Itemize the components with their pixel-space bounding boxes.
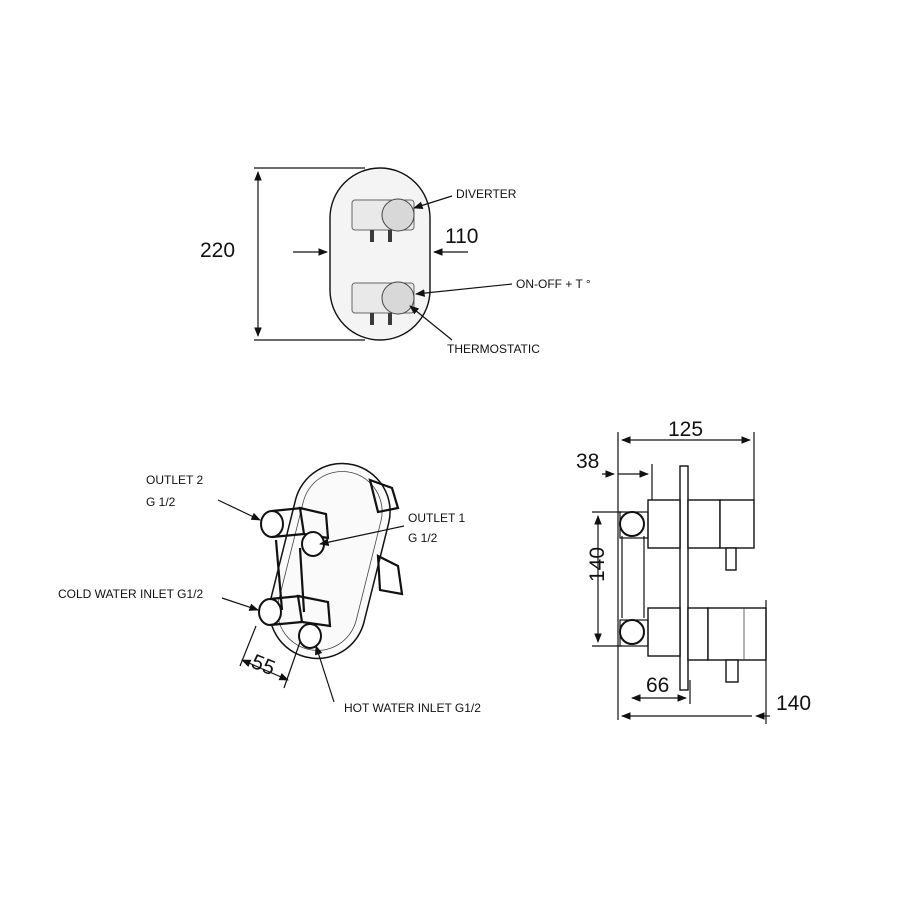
label-outlet-2: OUTLET 2 bbox=[146, 473, 203, 487]
front-view: 220 110 DIVERTER ON-OFF + T ° THERMOSTAT… bbox=[200, 167, 591, 356]
label-thermostatic: THERMOSTATIC bbox=[447, 342, 540, 356]
spacing-dimension-text: 55 bbox=[248, 650, 278, 680]
side-view: 125 38 140 66 140 bbox=[576, 418, 811, 724]
label-cold-inlet: COLD WATER INLET G1/2 bbox=[58, 587, 203, 601]
inlet-spacing-dimension-text: 140 bbox=[586, 547, 609, 582]
faceplate bbox=[329, 167, 431, 341]
label-outlet-2-thread: G 1/2 bbox=[146, 495, 176, 509]
total-depth-dimension-text: 125 bbox=[668, 418, 703, 441]
body-depth-dimension-text: 38 bbox=[576, 450, 599, 473]
diverter-knob bbox=[351, 198, 415, 242]
thermostatic-knob bbox=[351, 281, 415, 325]
max-depth-dimension-text: 140 bbox=[776, 692, 811, 715]
outlet-2-fitting bbox=[260, 506, 330, 557]
rear-view: OUTLET 2 G 1/2 OUTLET 1 G 1/2 COLD WATER… bbox=[58, 462, 481, 715]
label-on-off: ON-OFF + T ° bbox=[516, 277, 591, 291]
width-dimension-text: 110 bbox=[445, 225, 478, 248]
min-depth-dimension-text: 66 bbox=[646, 674, 669, 697]
inlet-fittings bbox=[258, 594, 332, 649]
height-dimension-text: 220 bbox=[200, 239, 235, 262]
label-outlet-1: OUTLET 1 bbox=[408, 511, 465, 525]
wall-plate bbox=[679, 465, 689, 691]
label-hot-inlet: HOT WATER INLET G1/2 bbox=[344, 701, 481, 715]
label-outlet-1-thread: G 1/2 bbox=[408, 531, 438, 545]
label-diverter: DIVERTER bbox=[456, 187, 517, 201]
